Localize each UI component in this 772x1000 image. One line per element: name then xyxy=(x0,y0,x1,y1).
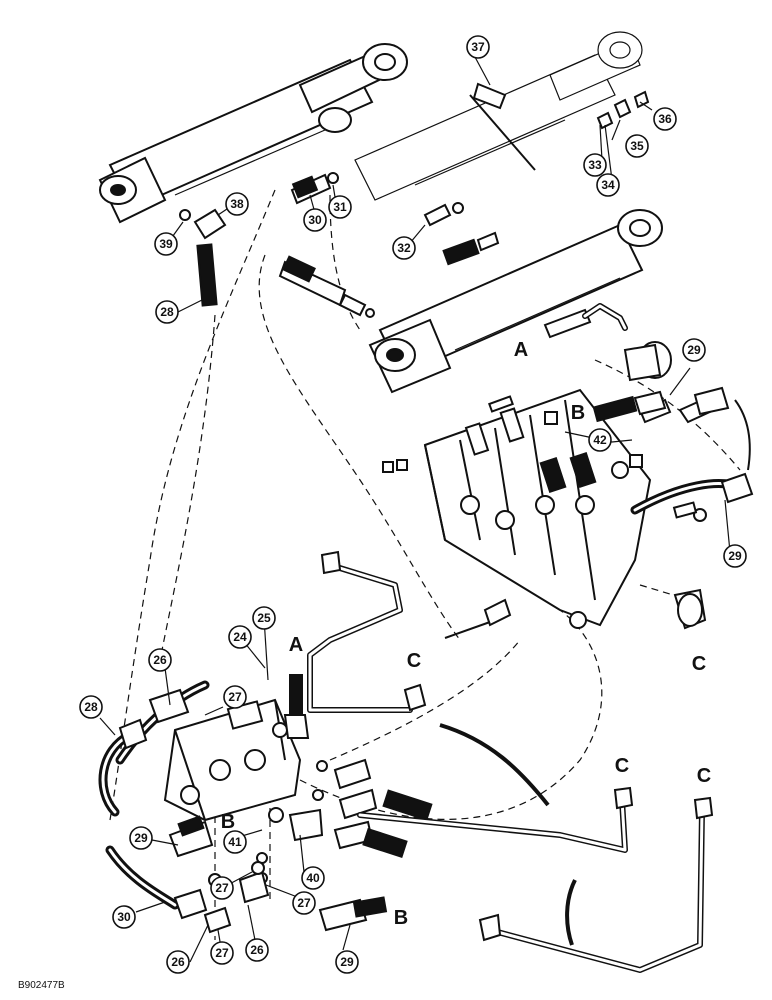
callout-27-left: 27 xyxy=(210,876,234,900)
svg-text:34: 34 xyxy=(601,178,615,192)
svg-text:36: 36 xyxy=(658,112,672,126)
callout-38: 38 xyxy=(225,192,249,216)
callout-30-lower: 30 xyxy=(112,905,136,929)
letter-b-valve: B xyxy=(571,402,585,424)
svg-text:28: 28 xyxy=(160,305,174,319)
callout-29-bottom: 29 xyxy=(335,950,359,974)
svg-text:30: 30 xyxy=(308,213,322,227)
svg-text:37: 37 xyxy=(471,40,485,54)
svg-text:26: 26 xyxy=(171,955,185,969)
callout-27-right: 27 xyxy=(292,891,316,915)
letter-a-upper: A xyxy=(514,339,528,361)
callout-27-bottom: 27 xyxy=(210,941,234,965)
callout-29-upper: 29 xyxy=(682,338,706,362)
callout-31: 31 xyxy=(328,195,352,219)
svg-text:40: 40 xyxy=(306,871,320,885)
letter-a-lower: A xyxy=(289,634,303,656)
letter-c-tube-1: C xyxy=(407,650,421,672)
svg-text:27: 27 xyxy=(215,946,229,960)
callout-35: 35 xyxy=(625,134,649,158)
callout-26-bottom-mid: 26 xyxy=(245,938,269,962)
callout-41: 41 xyxy=(223,830,247,854)
letter-c-valve: C xyxy=(692,653,706,675)
svg-text:26: 26 xyxy=(153,653,167,667)
svg-text:33: 33 xyxy=(588,158,602,172)
callout-32: 32 xyxy=(392,236,416,260)
callout-24: 24 xyxy=(228,625,252,649)
callout-40: 40 xyxy=(301,866,325,890)
steel-tubes xyxy=(307,550,714,973)
callout-28-upper: 28 xyxy=(155,300,179,324)
svg-text:26: 26 xyxy=(250,943,264,957)
callout-29-right: 29 xyxy=(723,544,747,568)
svg-text:35: 35 xyxy=(630,139,644,153)
svg-text:39: 39 xyxy=(159,237,173,251)
callout-34: 34 xyxy=(596,173,620,197)
callout-25: 25 xyxy=(252,606,276,630)
callout-29-left: 29 xyxy=(129,826,153,850)
svg-text:29: 29 xyxy=(728,549,742,563)
callout-26-upper: 26 xyxy=(148,648,172,672)
hydraulic-cylinder-upper-right xyxy=(354,31,643,201)
svg-text:30: 30 xyxy=(117,910,131,924)
svg-text:27: 27 xyxy=(215,881,229,895)
callout-36: 36 xyxy=(653,107,677,131)
svg-text:29: 29 xyxy=(134,831,148,845)
svg-text:27: 27 xyxy=(228,690,242,704)
lower-left-hoses xyxy=(98,680,388,934)
lower-valve-block xyxy=(163,674,433,884)
callout-28-lower: 28 xyxy=(79,695,103,719)
callout-37: 37 xyxy=(466,35,490,59)
svg-text:29: 29 xyxy=(687,343,701,357)
svg-text:29: 29 xyxy=(340,955,354,969)
svg-text:38: 38 xyxy=(230,197,244,211)
letter-c-tube-2: C xyxy=(615,755,629,777)
svg-text:28: 28 xyxy=(84,700,98,714)
control-valve-bank xyxy=(382,388,727,639)
svg-text:32: 32 xyxy=(397,241,411,255)
callout-33: 33 xyxy=(583,153,607,177)
svg-text:27: 27 xyxy=(297,896,311,910)
letter-b-hose: B xyxy=(394,907,408,929)
callout-42: 42 xyxy=(588,428,612,452)
svg-text:24: 24 xyxy=(233,630,247,644)
svg-text:31: 31 xyxy=(333,200,347,214)
hydraulic-cylinder-upper-left xyxy=(98,43,408,224)
figure-id: B902477B xyxy=(18,980,65,991)
letter-c-tube-3: C xyxy=(697,765,711,787)
upper-fittings xyxy=(179,90,672,382)
svg-text:25: 25 xyxy=(257,611,271,625)
callout-26-bottom-left: 26 xyxy=(166,950,190,974)
callout-27-upper: 27 xyxy=(223,685,247,709)
callout-30-upper: 30 xyxy=(303,208,327,232)
sweep-marks xyxy=(439,723,577,946)
right-side-hoses xyxy=(592,386,754,630)
hydraulic-cylinder-middle xyxy=(368,209,663,394)
svg-text:41: 41 xyxy=(228,835,242,849)
callout-39: 39 xyxy=(154,232,178,256)
letter-b-block: B xyxy=(221,811,235,833)
svg-text:42: 42 xyxy=(593,433,607,447)
